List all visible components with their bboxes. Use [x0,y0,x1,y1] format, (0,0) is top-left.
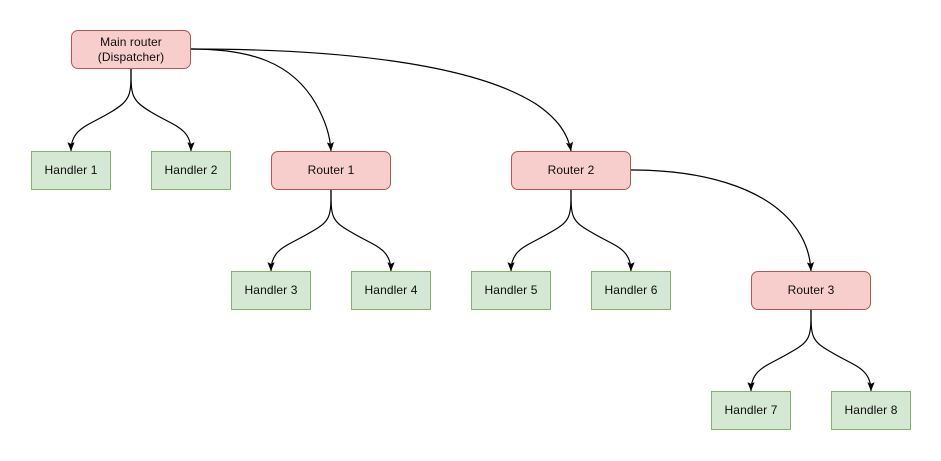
node-router-3[interactable]: Router 3 [751,271,871,310]
node-router-2[interactable]: Router 2 [511,151,631,190]
edge-group [67,48,875,392]
node-handler-3[interactable]: Handler 3 [231,271,311,310]
node-handler-1[interactable]: Handler 1 [31,151,111,190]
node-label-main-router: Main router (Dispatcher) [97,34,165,64]
node-handler-5[interactable]: Handler 5 [471,271,551,310]
node-label-handler-7: Handler 7 [724,403,778,418]
edge-router-1-to-handler-3 [267,189,332,272]
node-label-handler-5: Handler 5 [484,283,538,298]
edge-router-3-to-handler-7 [747,309,812,392]
edge-router-2-to-handler-6 [570,189,635,272]
node-label-handler-8: Handler 8 [844,403,898,418]
node-label-handler-3: Handler 3 [244,283,298,298]
edge-router-1-to-handler-4 [330,189,395,272]
edge-main-router-to-handler-1 [67,68,132,152]
edge-router-2-to-handler-5 [507,189,572,272]
edge-main-router-to-handler-2 [130,68,195,152]
edge-router-2-to-router-3 [630,169,815,272]
node-label-router-3: Router 3 [787,283,835,298]
node-handler-2[interactable]: Handler 2 [151,151,231,190]
node-handler-6[interactable]: Handler 6 [591,271,671,310]
edge-router-3-to-handler-8 [810,309,875,392]
node-handler-4[interactable]: Handler 4 [351,271,431,310]
node-label-handler-1: Handler 1 [44,163,98,178]
node-label-router-1: Router 1 [307,163,355,178]
node-label-handler-4: Handler 4 [364,283,418,298]
node-handler-8[interactable]: Handler 8 [831,391,911,430]
edge-main-router-to-router-2 [190,48,573,152]
edge-main-router-to-router-1 [190,48,334,152]
node-label-handler-6: Handler 6 [604,283,658,298]
node-handler-7[interactable]: Handler 7 [711,391,791,430]
node-label-handler-2: Handler 2 [164,163,218,178]
node-router-1[interactable]: Router 1 [271,151,391,190]
node-main-router[interactable]: Main router (Dispatcher) [71,30,191,69]
node-label-router-2: Router 2 [547,163,595,178]
